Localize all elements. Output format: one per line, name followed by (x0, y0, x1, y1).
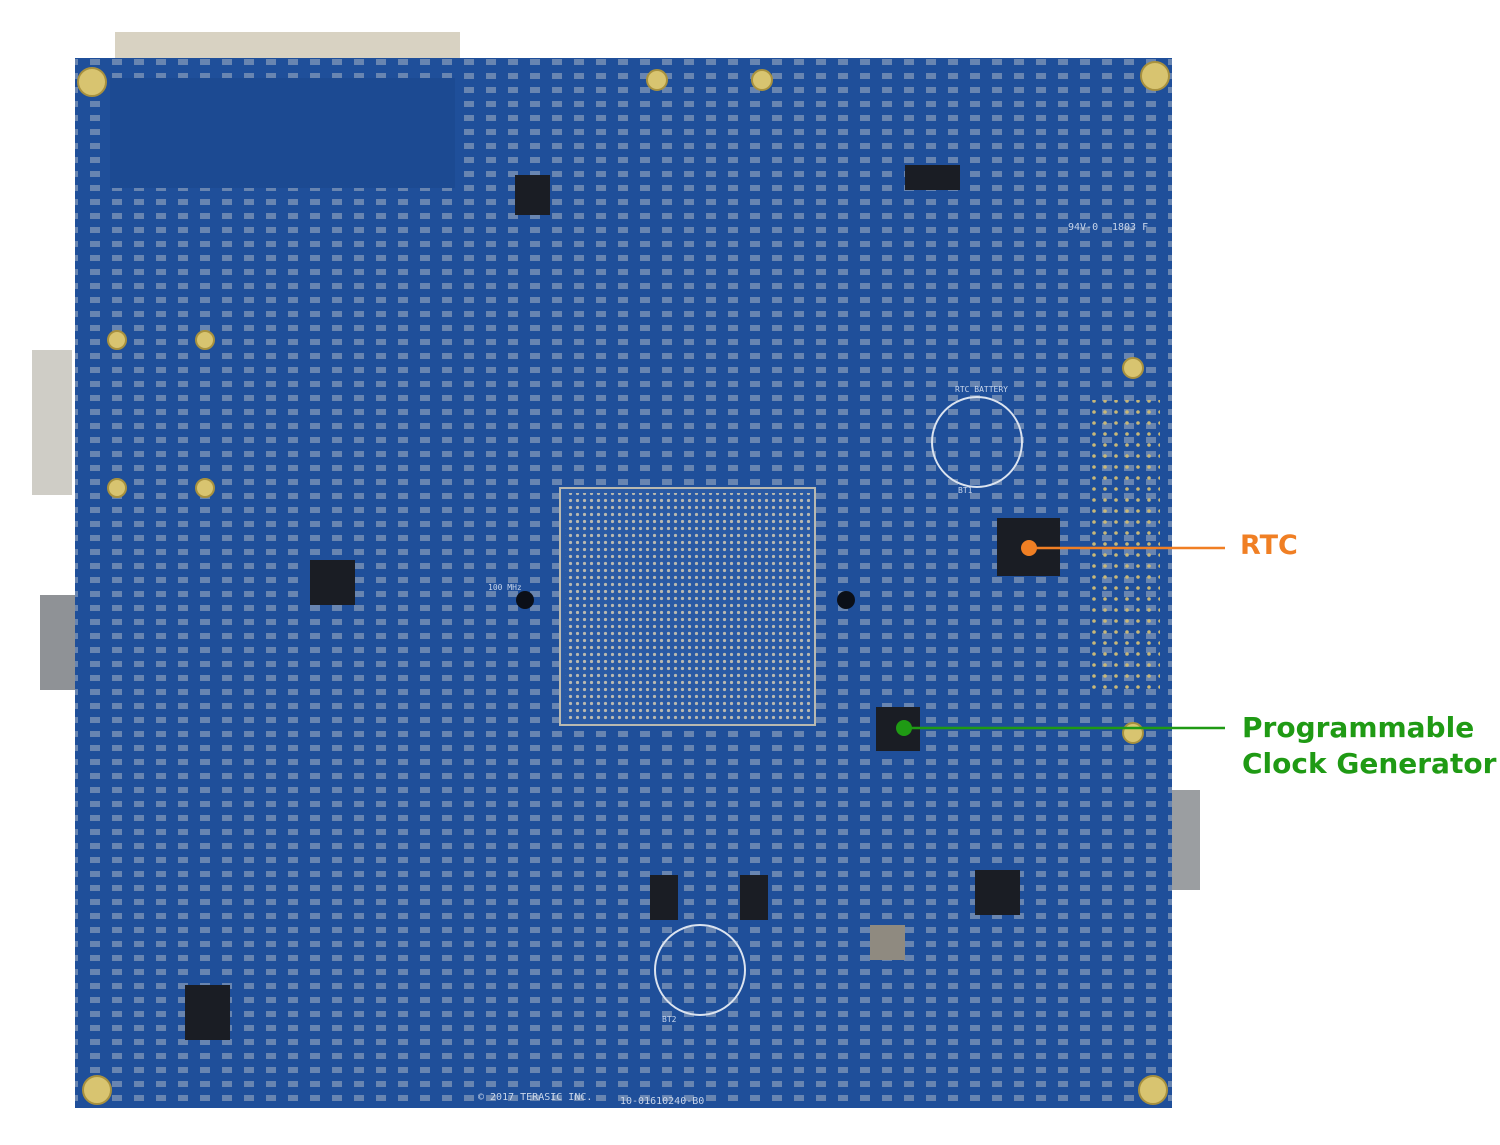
right-connector (1170, 790, 1200, 890)
clock-callout-dot (896, 720, 912, 736)
rtc-battery-holder (931, 396, 1023, 488)
bt1-silkscreen: BT1 (958, 486, 973, 495)
db-connector (32, 350, 72, 495)
date-code-silkscreen: 1803 F (1112, 222, 1149, 233)
copyright-silkscreen: © 2017 TERASIC INC. (478, 1092, 593, 1103)
ul-marking-silkscreen: 94V-0 (1068, 222, 1099, 233)
clock-freq-silkscreen: 100 MHz (488, 583, 522, 592)
top-connector (115, 32, 460, 62)
clock-label-line1: Programmable (1242, 711, 1475, 744)
battery-holder (654, 924, 746, 1016)
ethernet-connector (40, 595, 76, 690)
clock-label-line2: Clock Generator (1242, 747, 1497, 780)
clock-generator-callout-label: Programmable Clock Generator (1242, 710, 1496, 782)
rtc-callout-label: RTC (1240, 530, 1298, 561)
mounting-holes (77, 61, 1170, 1105)
part-number-silkscreen: 10-01610240-B0 (620, 1096, 705, 1107)
rtc-callout-dot (1021, 540, 1037, 556)
rtc-battery-silkscreen: RTC BATTERY (955, 385, 1008, 394)
bt2-silkscreen: BT2 (662, 1015, 677, 1024)
